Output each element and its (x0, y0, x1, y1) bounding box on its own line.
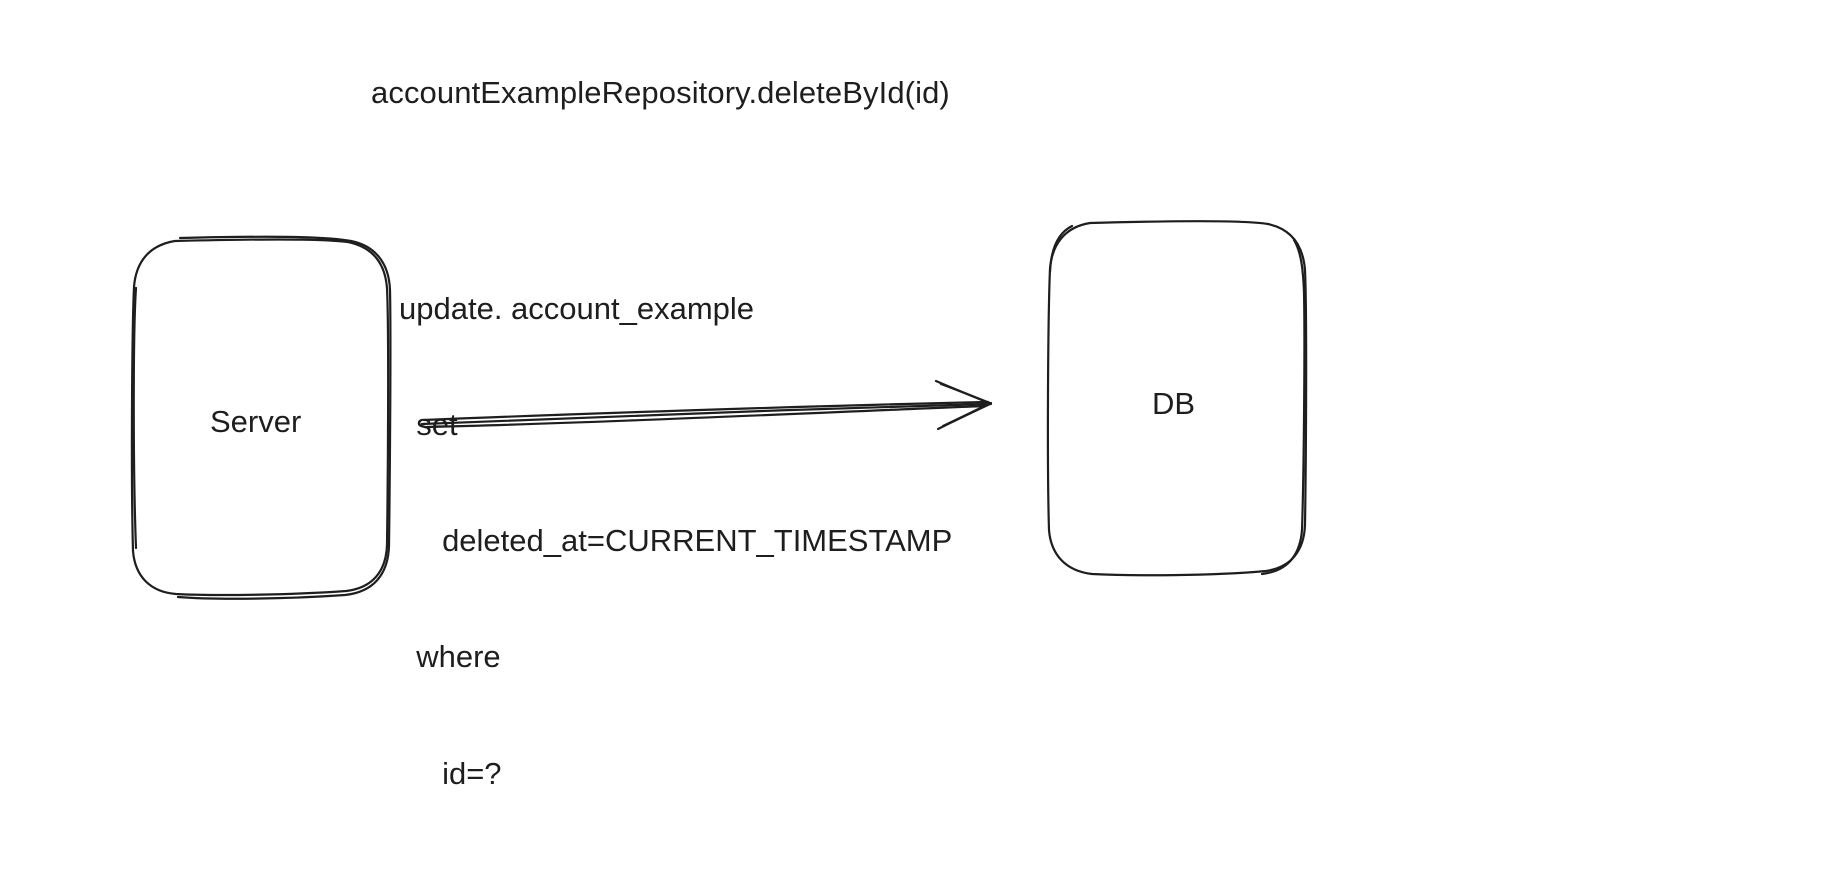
edge-label-line-3: deleted_at=CURRENT_TIMESTAMP (399, 523, 953, 558)
edge-label-line-4: where (399, 639, 501, 675)
diagram-canvas: accountExampleRepository.deleteById(id) … (130, 75, 1308, 791)
edge-label-line-2: set (399, 406, 458, 442)
edge-label-sql: update. account_example set deleted_at=C… (399, 212, 952, 871)
node-db-shape[interactable] (1046, 220, 1308, 577)
diagram-title: accountExampleRepository.deleteById(id) (371, 75, 950, 110)
edge-label-line-1: update. account_example (399, 290, 755, 326)
node-label-db: DB (1152, 386, 1196, 421)
edge-server-to-db[interactable] (420, 379, 993, 431)
node-label-server: Server (210, 404, 302, 439)
diagram-shapes-layer (130, 220, 1308, 600)
edge-label-line-5: id=? (399, 755, 502, 791)
node-server-shape[interactable] (130, 235, 392, 600)
